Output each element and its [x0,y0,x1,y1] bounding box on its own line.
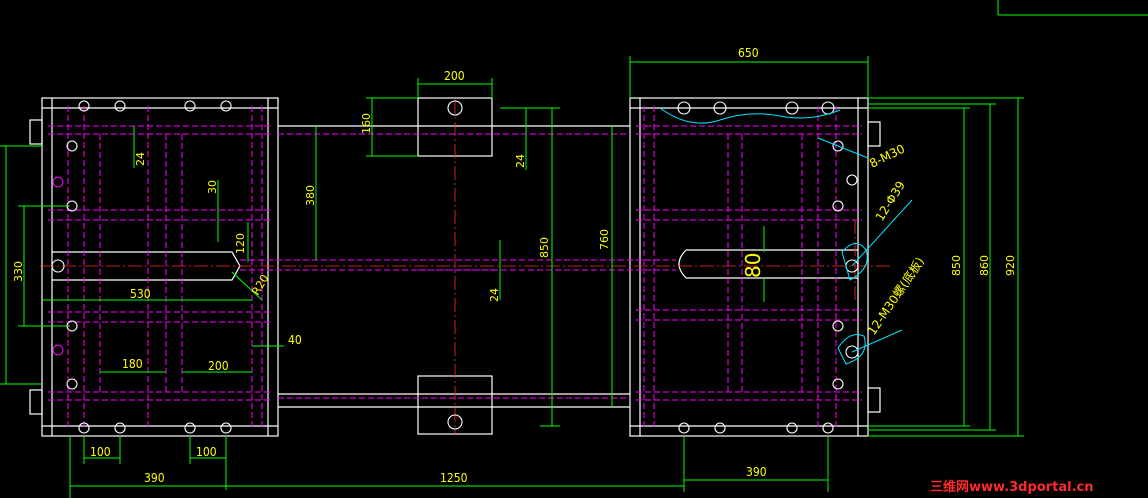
callout-leaders [659,107,913,365]
dim-390-right: 390 [746,465,767,479]
callout-12-phi39: 12-Φ39 [873,179,908,224]
callout-12-m30-bolts: 12-M30螺(底板) [864,254,927,337]
dim-330: 330 [12,261,25,282]
dim-100-a: 100 [90,445,111,459]
dim-850-mid: 850 [538,237,551,258]
dim-24-left: 24 [134,152,147,166]
dim-160: 160 [360,113,373,134]
dim-850-right: 850 [950,255,963,276]
dim-760: 760 [598,229,611,250]
magenta-hole-marks [52,176,64,356]
dim-390-left: 390 [144,471,165,485]
dim-200-top: 200 [444,69,465,83]
dim-920: 920 [1004,255,1017,276]
dim-80: 80 [741,253,765,278]
callout-labels: 8-M30 12-Φ39 12-M30螺(底板) [864,142,927,338]
dim-40: 40 [288,333,302,347]
dim-120: 120 [234,233,247,254]
dim-24-mid: 24 [514,154,527,168]
dim-650: 650 [738,46,759,60]
dim-100-b: 100 [196,445,217,459]
dim-30: 30 [206,180,219,194]
dim-180: 180 [122,357,143,371]
dim-530: 530 [130,287,151,301]
centerlines [40,100,890,434]
dim-24-center: 24 [488,288,501,302]
dim-380: 380 [304,185,317,206]
dim-200-bottom: 200 [208,359,229,373]
hidden-lines [48,106,862,428]
dim-860: 860 [978,255,991,276]
dim-1250: 1250 [440,471,468,485]
watermark: 三维网www.3dportal.cn [930,479,1093,495]
dimension-labels: 650 200 160 24 30 380 24 120 330 530 R20… [12,46,1017,485]
